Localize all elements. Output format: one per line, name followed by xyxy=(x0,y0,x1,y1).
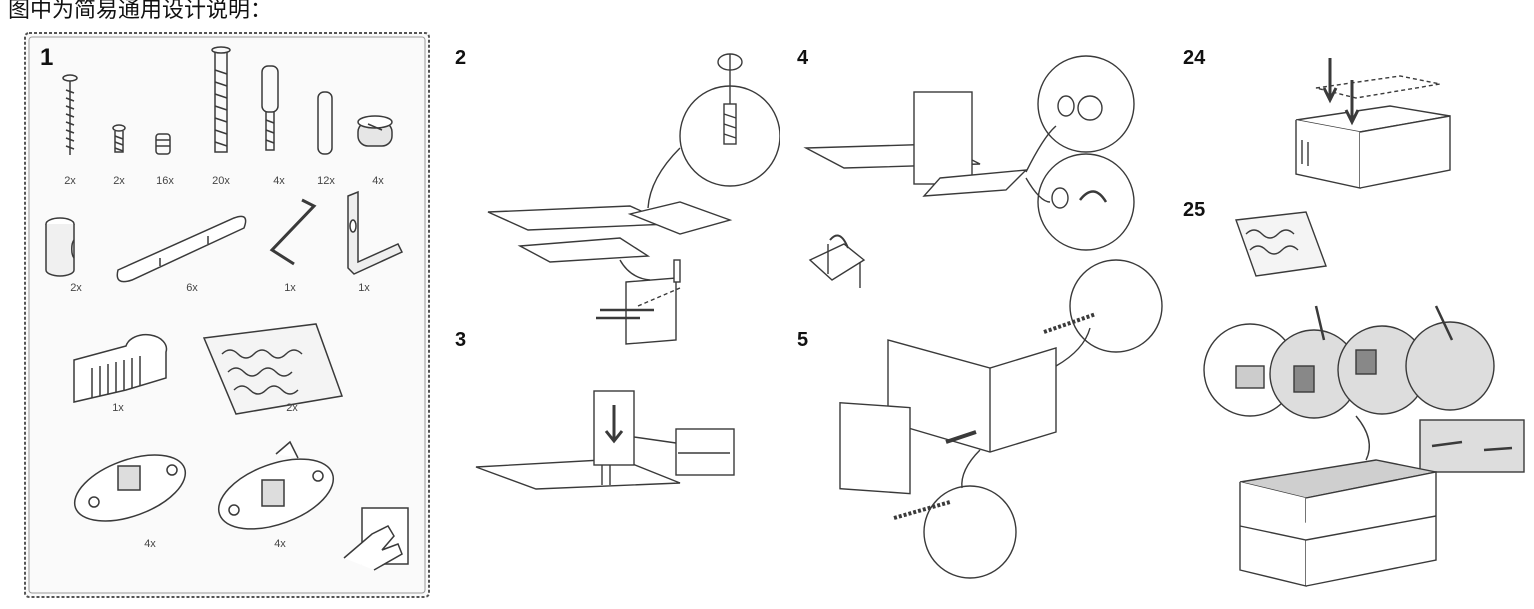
step-2-diagram xyxy=(487,53,780,345)
hardware-bag-icon xyxy=(202,323,344,415)
qty-label: 2x xyxy=(70,282,82,294)
qty-label: 6x xyxy=(186,282,198,294)
step-number-3: 3 xyxy=(455,329,467,351)
qty-label: 2x xyxy=(113,175,125,187)
step-number-5: 5 xyxy=(797,329,809,351)
qty-label: 12x xyxy=(317,175,335,187)
long-screw-icon xyxy=(62,74,78,155)
qty-label: 1x xyxy=(358,282,370,294)
hinge-icon xyxy=(73,333,168,403)
qty-label: 2x xyxy=(286,402,298,414)
cam-bolt-icon xyxy=(261,65,279,151)
magnet-catch-icon xyxy=(73,454,187,522)
qty-label: 4x xyxy=(273,175,285,187)
step-4-diagram xyxy=(803,55,1135,288)
qty-label: 4x xyxy=(372,175,384,187)
zoom-circle xyxy=(923,485,1017,579)
step-number-25: 25 xyxy=(1183,199,1206,221)
qty-label: 20x xyxy=(212,175,230,187)
caption-text: 图中为简易通用设计说明： xyxy=(8,0,273,23)
zoom-circle xyxy=(1037,153,1135,251)
long-dowel-screw-icon xyxy=(211,46,231,153)
qty-label: 1x xyxy=(112,402,124,414)
parts-panel xyxy=(24,32,430,598)
zoom-box xyxy=(675,428,735,476)
step-number-1: 1 xyxy=(40,44,54,71)
qty-label: 1x xyxy=(284,282,296,294)
step-5-diagram xyxy=(839,259,1163,579)
parts-panel-frame xyxy=(24,32,430,598)
qty-label: 2x xyxy=(64,175,76,187)
cam-screw-icon xyxy=(155,133,171,155)
handle-icon xyxy=(116,215,247,283)
step-number-2: 2 xyxy=(455,47,467,69)
cam-housing-icon xyxy=(45,217,75,277)
allen-key-icon xyxy=(269,198,317,266)
hardware-bag-icon xyxy=(1235,211,1327,277)
bracket-icon xyxy=(347,190,404,275)
magnet-plate-icon xyxy=(217,440,335,530)
step-24-diagram xyxy=(1295,58,1451,189)
qty-label: 4x xyxy=(144,538,156,550)
cam-lock-icon xyxy=(357,115,393,147)
short-screw-icon xyxy=(112,124,126,153)
qty-label: 16x xyxy=(156,175,174,187)
zoom-circle xyxy=(1405,321,1495,411)
step-number-4: 4 xyxy=(797,47,809,69)
step-3-diagram xyxy=(475,390,735,490)
qty-label: 4x xyxy=(274,538,286,550)
zoom-circle xyxy=(1069,259,1163,353)
step-25-diagram xyxy=(1203,211,1525,587)
step-number-24: 24 xyxy=(1183,47,1206,69)
dowel-icon xyxy=(317,91,333,155)
hand-icon xyxy=(343,507,409,571)
